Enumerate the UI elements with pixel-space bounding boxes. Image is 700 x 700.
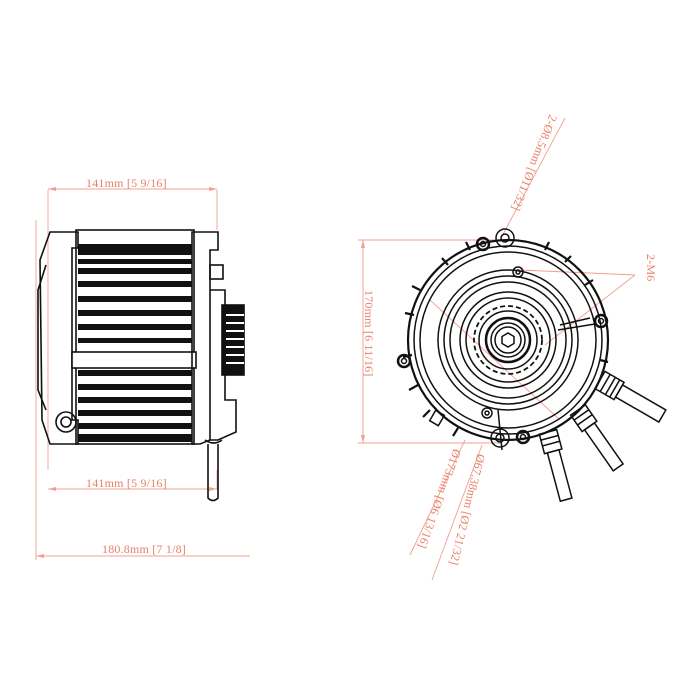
side-top-width-label: 141mm [5 9/16] [86,176,167,190]
side-dimension-lines [35,188,250,560]
side-bottom-width-label: 141mm [5 9/16] [86,476,167,490]
cooling-fins [78,244,192,442]
cable-glands [538,370,667,503]
front-threaded-holes-label: 2-M6 [644,254,658,282]
front-dimension-lines [358,117,636,581]
front-view [358,117,667,581]
side-view [35,187,250,560]
sprocket [473,305,543,375]
side-overall-width-label: 180.8mm [7 1/8] [102,542,186,556]
front-height-label: 170mm [6 11/16] [362,290,376,377]
